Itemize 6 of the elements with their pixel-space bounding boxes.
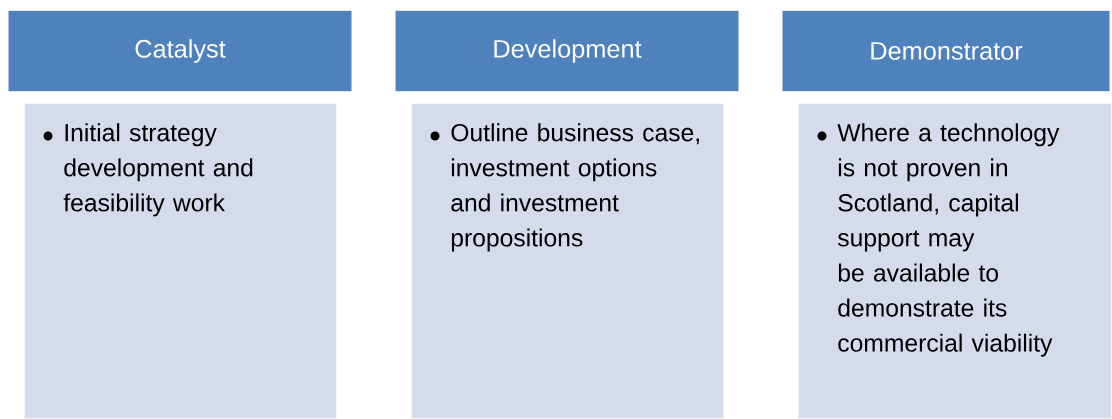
stage-header: Demonstrator — [781, 9, 1111, 93]
description-box: Initial strategy development and feasibility work — [23, 102, 338, 419]
stage-header: Catalyst — [7, 9, 353, 93]
description-box: Where a technology is not proven in Scotland, capital support may be available to demonstrate its commercial viability — [797, 102, 1112, 419]
description-box: Outline business case, investment options and investment propositions — [410, 102, 725, 419]
stage-header: Development — [394, 9, 740, 93]
